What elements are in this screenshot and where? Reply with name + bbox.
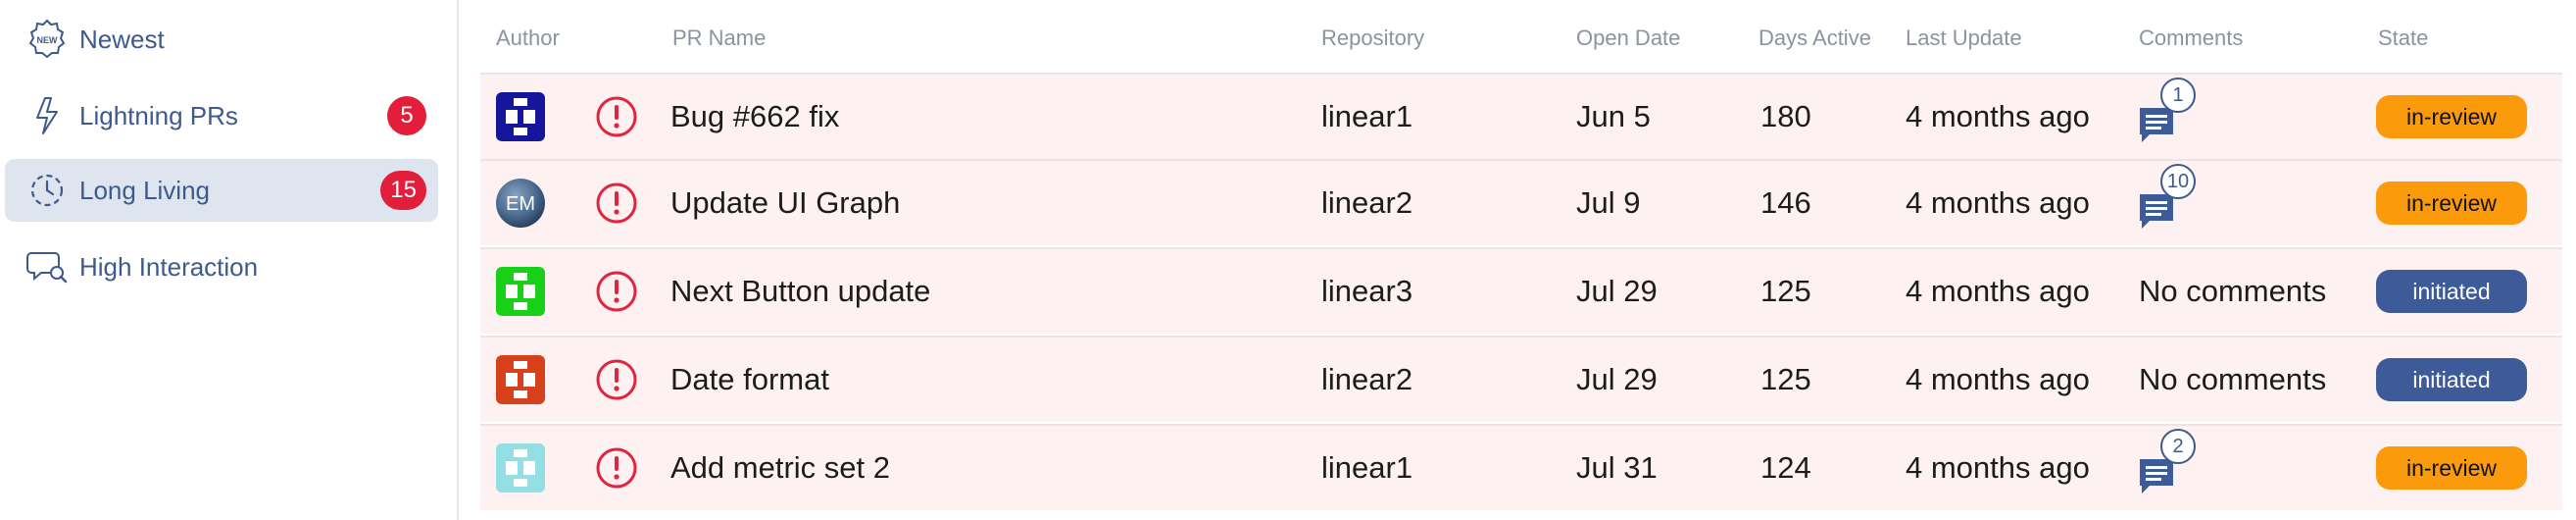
avatar-initials: EM: [506, 193, 535, 215]
pr-table: Author PR Name Repository Open Date Days…: [480, 0, 2576, 520]
sidebar-item-label: Lightning PRs: [79, 100, 238, 130]
comment-count: 2: [2160, 429, 2196, 464]
comment-count: 10: [2160, 164, 2196, 199]
days-active: 180: [1760, 99, 1811, 133]
col-open-date[interactable]: Open Date: [1576, 26, 1681, 50]
sidebar-item-label: Long Living: [79, 175, 210, 205]
open-date: Jun 5: [1576, 99, 1651, 133]
open-date: Jul 29: [1576, 362, 1658, 396]
alert-icon: [596, 182, 637, 224]
comments-button[interactable]: 10: [2137, 164, 2211, 233]
col-days-active[interactable]: Days Active: [1759, 26, 1871, 50]
sidebar-item-label: High Interaction: [79, 251, 259, 282]
clock-dashed-icon: [25, 168, 70, 213]
alert-icon: [596, 447, 637, 489]
comment-icon: [2140, 194, 2173, 229]
repository: linear2: [1321, 362, 1413, 396]
col-state[interactable]: State: [2378, 26, 2429, 50]
open-date: Jul 9: [1576, 185, 1641, 220]
table-row[interactable]: Next Button update linear3 Jul 29 125 4 …: [480, 247, 2562, 334]
author-avatar: [496, 267, 545, 316]
repository: linear1: [1321, 450, 1413, 485]
sidebar-item-high-interaction[interactable]: High Interaction: [5, 235, 438, 298]
repository: linear2: [1321, 185, 1413, 220]
open-date: Jul 29: [1576, 274, 1658, 308]
open-date: Jul 31: [1576, 450, 1658, 485]
sidebar: NEW Newest Lightning PRs 5 Long Living 1…: [0, 0, 459, 520]
comments-button[interactable]: 1: [2137, 78, 2211, 146]
table-row[interactable]: Bug #662 fix linear1 Jun 5 180 4 months …: [480, 73, 2562, 159]
comment-count: 1: [2160, 78, 2196, 113]
last-update: 4 months ago: [1906, 185, 2090, 220]
days-active: 146: [1760, 185, 1811, 220]
alert-icon: [596, 271, 637, 312]
comment-icon: [2140, 459, 2173, 494]
no-comments-text: No comments: [2139, 362, 2327, 396]
days-active: 125: [1760, 362, 1811, 396]
last-update: 4 months ago: [1906, 274, 2090, 308]
pr-name[interactable]: Update UI Graph: [670, 185, 901, 220]
table-row[interactable]: Add metric set 2 linear1 Jul 31 124 4 mo…: [480, 424, 2562, 510]
table-row[interactable]: EM Update UI Graph linear2 Jul 9 146 4 m…: [480, 159, 2562, 245]
status-badge: in-review: [2376, 446, 2527, 490]
author-avatar: [496, 355, 545, 404]
pr-name[interactable]: Add metric set 2: [670, 450, 890, 485]
svg-text:NEW: NEW: [37, 35, 59, 45]
days-active: 125: [1760, 274, 1811, 308]
comment-icon: [2140, 108, 2173, 142]
status-badge: initiated: [2376, 358, 2527, 401]
repository: linear3: [1321, 274, 1413, 308]
sidebar-item-newest[interactable]: NEW Newest: [5, 8, 438, 71]
sidebar-item-label: Newest: [79, 24, 165, 54]
status-badge: initiated: [2376, 270, 2527, 313]
sidebar-item-long-living[interactable]: Long Living 15: [5, 159, 438, 222]
table-header: Author PR Name Repository Open Date Days…: [480, 0, 2562, 75]
author-avatar: [496, 92, 545, 141]
status-badge: in-review: [2376, 182, 2527, 225]
days-active: 124: [1760, 450, 1811, 485]
alert-icon: [596, 96, 637, 137]
comments-button[interactable]: 2: [2137, 429, 2211, 497]
no-comments-text: No comments: [2139, 274, 2327, 308]
pr-name[interactable]: Bug #662 fix: [670, 99, 840, 133]
col-last-update[interactable]: Last Update: [1906, 26, 2022, 50]
repository: linear1: [1321, 99, 1413, 133]
last-update: 4 months ago: [1906, 362, 2090, 396]
count-badge: 5: [387, 96, 426, 135]
col-repository[interactable]: Repository: [1321, 26, 1425, 50]
table-row[interactable]: Date format linear2 Jul 29 125 4 months …: [480, 336, 2562, 422]
col-author[interactable]: Author: [496, 26, 560, 50]
col-pr-name[interactable]: PR Name: [672, 26, 767, 50]
last-update: 4 months ago: [1906, 99, 2090, 133]
author-avatar: EM: [496, 179, 545, 228]
count-badge: 15: [380, 171, 426, 210]
status-badge: in-review: [2376, 95, 2527, 138]
lightning-icon: [25, 93, 70, 138]
col-comments[interactable]: Comments: [2139, 26, 2244, 50]
chat-search-icon: [25, 244, 70, 289]
author-avatar: [496, 443, 545, 493]
new-badge-icon: NEW: [25, 17, 70, 62]
last-update: 4 months ago: [1906, 450, 2090, 485]
alert-icon: [596, 359, 637, 400]
pr-name[interactable]: Next Button update: [670, 274, 931, 308]
pr-name[interactable]: Date format: [670, 362, 829, 396]
sidebar-item-lightning-prs[interactable]: Lightning PRs 5: [5, 84, 438, 147]
